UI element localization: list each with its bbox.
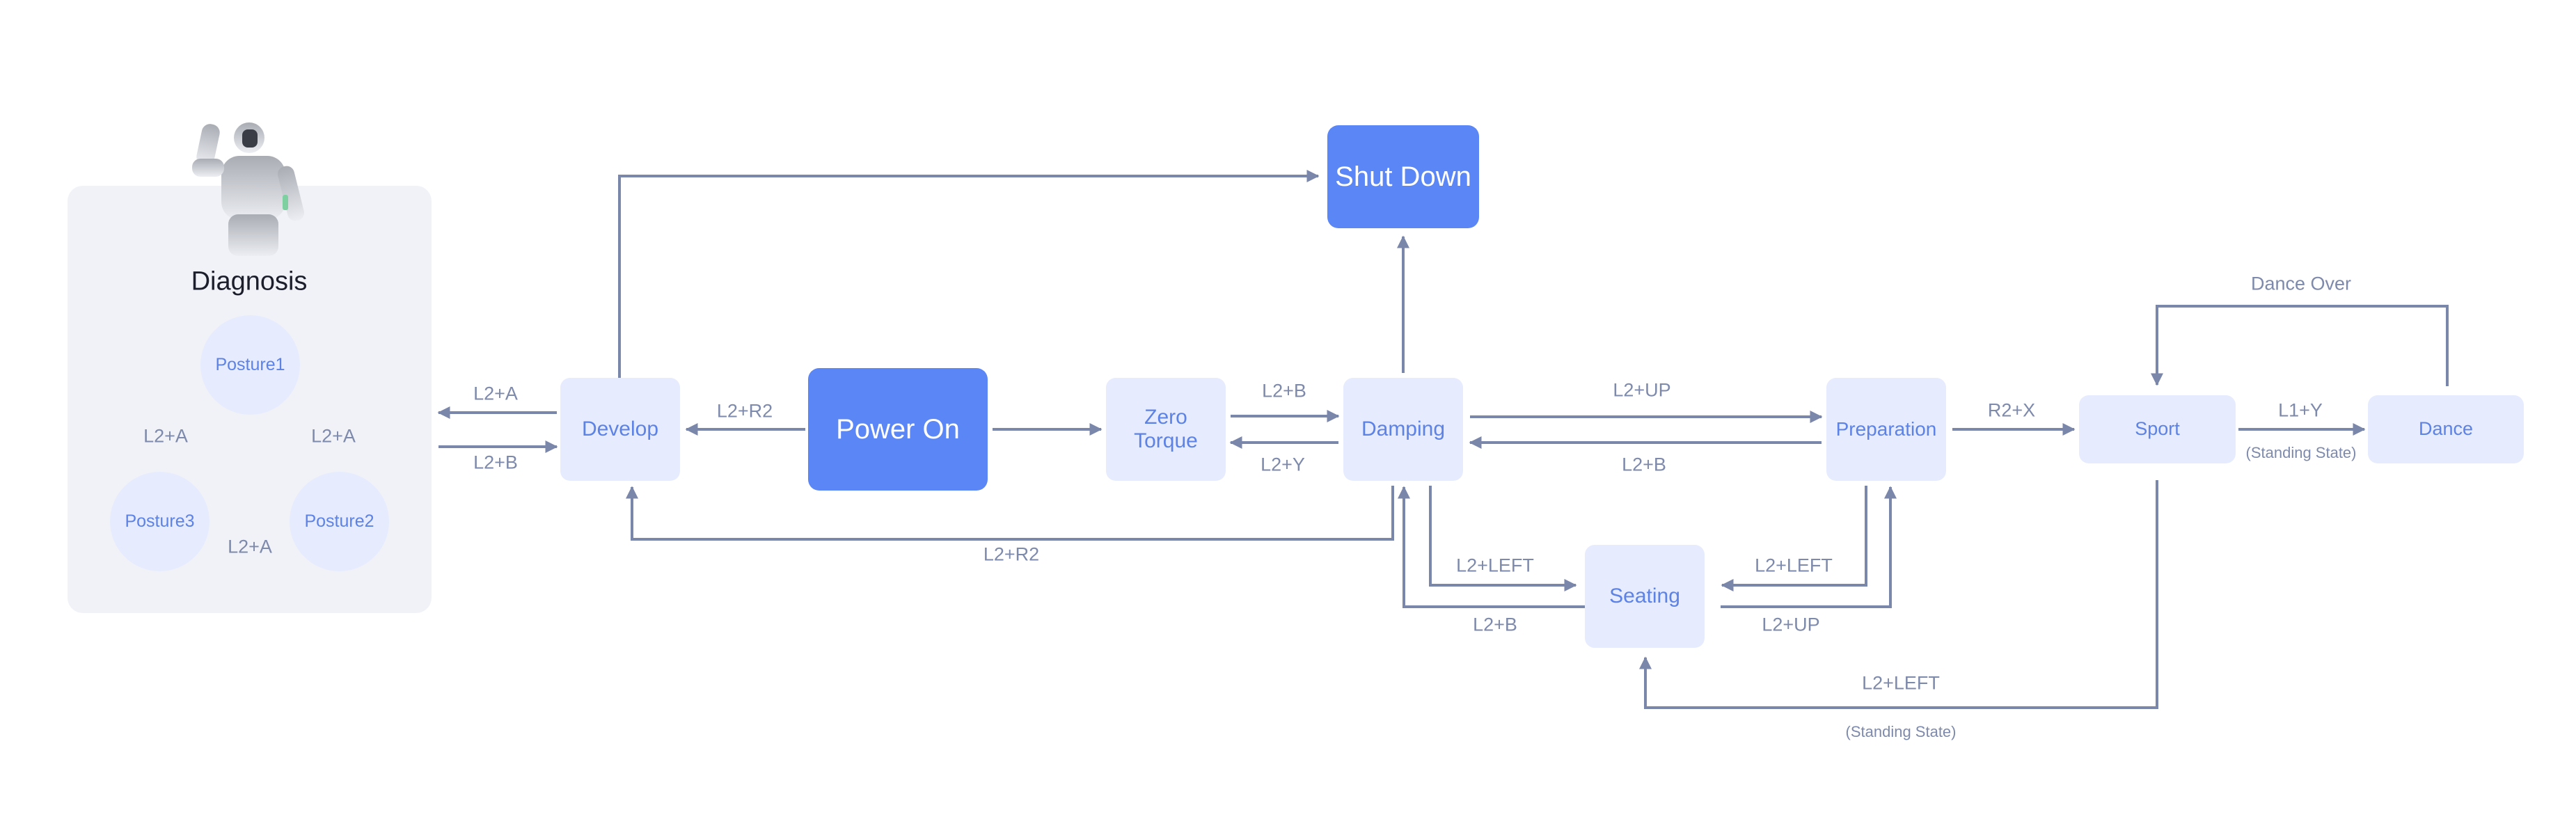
edge-label-preparation-to-seating: L2+LEFT bbox=[1755, 555, 1833, 576]
edge-damping-to-develop bbox=[626, 486, 1394, 541]
dance-node[interactable]: Dance bbox=[2368, 395, 2524, 463]
edge-label-posture2-posture3: L2+A bbox=[228, 536, 272, 557]
edge-label-damping-to-preparation: L2+UP bbox=[1613, 379, 1671, 401]
edge-dance-to-sport bbox=[2151, 305, 2449, 386]
seating-node[interactable]: Seating bbox=[1585, 545, 1705, 648]
develop-node[interactable]: Develop bbox=[560, 378, 680, 481]
edge-label-preparation-to-sport: R2+X bbox=[1987, 399, 2036, 421]
edge-label-seating-to-preparation: L2+UP bbox=[1762, 614, 1820, 635]
edge-label-damping-to-seating: L2+LEFT bbox=[1456, 555, 1534, 576]
edge-label-preparation-to-damping: L2+B bbox=[1622, 454, 1666, 475]
edge-note-sport-to-seating: (Standing State) bbox=[1845, 723, 1957, 740]
edge-label-dance-to-sport: Dance Over bbox=[2250, 273, 2352, 294]
robot-illustration bbox=[192, 122, 304, 256]
edge-preparation-to-seating bbox=[1721, 486, 1867, 591]
edge-label-damping-to-develop: L2+R2 bbox=[983, 543, 1040, 565]
edge-seating-to-preparation bbox=[1721, 486, 1897, 608]
edge-sport-to-seating bbox=[1639, 480, 2158, 709]
edge-damping-to-seating bbox=[1429, 486, 1577, 591]
edge-label-posture1-posture2: L2+A bbox=[311, 425, 356, 447]
edge-label-seating-to-damping: L2+B bbox=[1473, 614, 1517, 635]
edge-label-power-on-to-develop: L2+R2 bbox=[716, 400, 773, 422]
edge-label-diagnosis-to-develop: L2+B bbox=[473, 452, 518, 473]
posture3-node[interactable]: Posture3 bbox=[110, 472, 210, 571]
edge-label-sport-to-seating: L2+LEFT bbox=[1862, 672, 1940, 694]
shut-down-node[interactable]: Shut Down bbox=[1327, 125, 1479, 228]
edge-note-sport-to-dance: (Standing State) bbox=[2245, 444, 2357, 461]
edge-label-posture3-posture1: L2+A bbox=[143, 425, 188, 447]
posture1-node[interactable]: Posture1 bbox=[200, 315, 300, 415]
edge-label-sport-to-dance: L1+Y bbox=[2278, 399, 2323, 421]
zero-torque-node[interactable]: Zero Torque bbox=[1106, 378, 1226, 481]
edge-label-damping-to-zero-torque: L2+Y bbox=[1261, 454, 1305, 475]
preparation-node[interactable]: Preparation bbox=[1826, 378, 1946, 481]
edge-develop-to-shut-down bbox=[618, 170, 1320, 378]
edge-label-zero-torque-to-damping: L2+B bbox=[1262, 380, 1306, 401]
power-on-node[interactable]: Power On bbox=[808, 368, 988, 491]
posture2-node[interactable]: Posture2 bbox=[290, 472, 389, 571]
edge-seating-to-damping bbox=[1398, 486, 1587, 608]
diagnosis-title: Diagnosis bbox=[191, 267, 308, 296]
damping-node[interactable]: Damping bbox=[1343, 378, 1463, 481]
sport-node[interactable]: Sport bbox=[2079, 395, 2236, 463]
edge-label-develop-to-diagnosis: L2+A bbox=[473, 383, 518, 404]
